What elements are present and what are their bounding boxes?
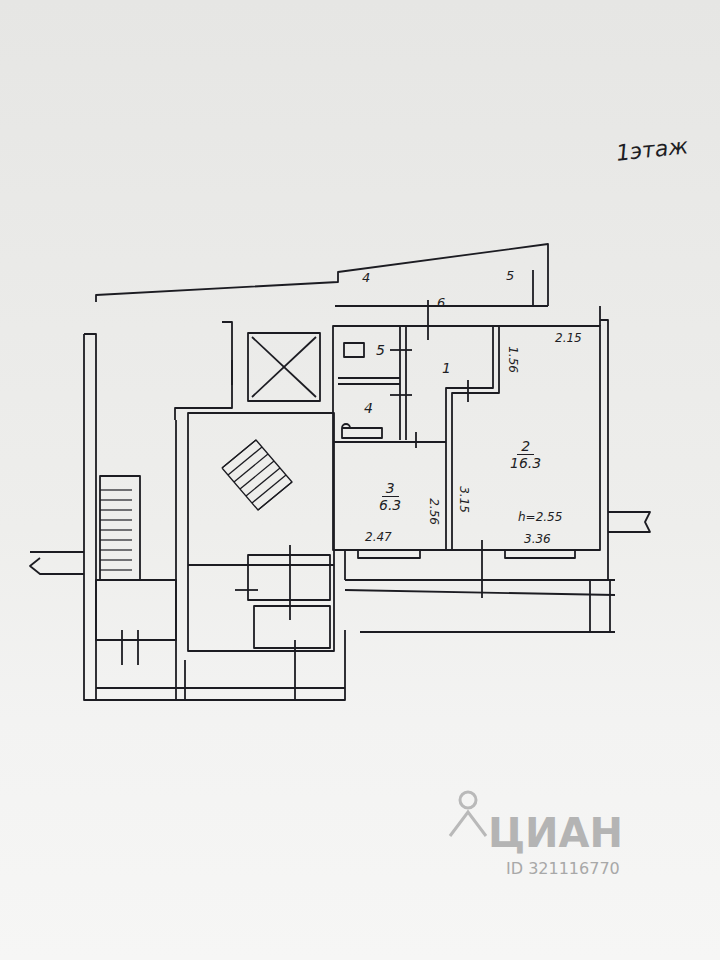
dimension-label: 5 — [506, 269, 514, 283]
room-label: 1 — [439, 359, 454, 377]
floor-note: 1этаж — [615, 134, 689, 166]
room-number: 5 — [376, 342, 385, 358]
room-number: 3 — [382, 480, 399, 497]
dimension-label: 1.56 — [506, 346, 519, 373]
dimension-label: 2.47 — [365, 531, 392, 544]
room-label: 5 — [373, 341, 388, 359]
room-number: 1 — [442, 360, 451, 376]
watermark: ЦИАН — [488, 811, 623, 855]
dimension-label: 2.56 — [427, 498, 440, 525]
dimension-label: 3.36 — [524, 533, 551, 546]
room-label: 4 — [361, 399, 376, 417]
room-number: 4 — [364, 400, 373, 416]
room-label: 36.3 — [376, 479, 404, 514]
watermark: ID 321116770 — [506, 860, 620, 878]
dimension-label: 2.15 — [555, 332, 582, 345]
room-area: 6.3 — [379, 497, 401, 513]
dimension-label: 6 — [437, 296, 445, 310]
room-area: 16.3 — [510, 455, 541, 471]
dimension-label: 3.15 — [457, 486, 470, 513]
dimension-label: 4 — [362, 271, 370, 285]
room-label: 216.3 — [507, 437, 544, 472]
dimension-label: h=2.55 — [518, 511, 562, 524]
room-number: 2 — [517, 438, 534, 455]
